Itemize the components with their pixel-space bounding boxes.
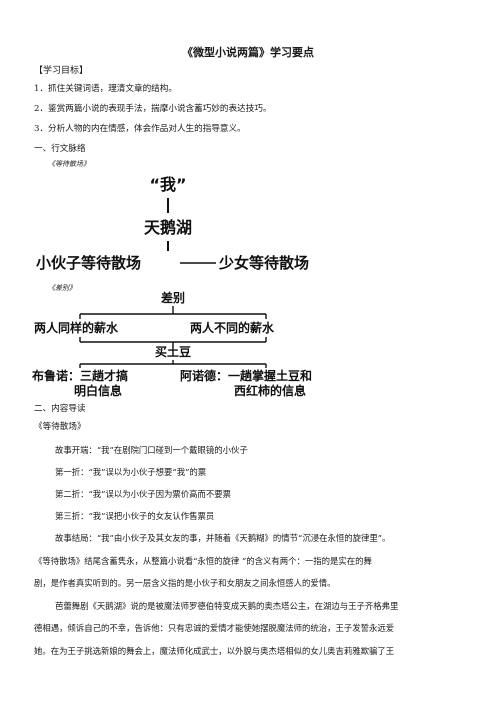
story-line: 故事结局：“我”由小伙子及其女友的事，并随着《天鹅糊》的情节“沉浸在永恒的旋律里… <box>55 533 391 543</box>
paragraph-line: 德相遇，倾诉自己的不幸，告诉他：只有忠诚的爱情才能使她摆脱魔法师的统治，王子发誓… <box>34 623 395 633</box>
diagram1-left-node: 小伙子等待散场 <box>36 254 141 272</box>
diagram2-bottom-left-line1: 布鲁诺：三趟才搞 <box>32 368 128 383</box>
diagram2-mid-right-node: 两人不同的薪水 <box>190 320 275 335</box>
paragraph-line: 她。在为王子挑选新娘的舞会上，魔法师化成武士，以外貌与奥杰塔相似的女儿奥吉莉雅欺… <box>34 646 395 656</box>
diagram1-top-node: “我” <box>149 175 186 194</box>
diagram1-middle-node: 天鹅湖 <box>144 218 192 237</box>
structure-diagram-waiting: “我” 天鹅湖 小伙子等待散场 少女等待散场 <box>36 175 309 272</box>
diagram2-bottom-right-line1: 阿诺德：一趟掌握土豆和 <box>180 368 312 383</box>
page-title: 《微型小说两篇》学习要点 <box>182 46 314 59</box>
diagram2-mid-left-node: 两人同样的薪水 <box>34 320 119 335</box>
story-line: 第一折：“我”误以为小伙子想要“我”的票 <box>55 467 207 477</box>
story-line: 故事开端：“我”在剧院门口碰到一个戴眼镜的小伙子 <box>55 445 248 455</box>
diagram2-center-node: 买土豆 <box>155 344 191 359</box>
objective-item: 3．分析人物的内在情感，体会作品对人生的指导意义。 <box>34 124 246 134</box>
objective-item: 1．抓住关键词语，理清文章的结构。 <box>34 84 177 94</box>
diagram1-right-node: 少女等待散场 <box>218 254 309 272</box>
work-title: 《等待散场》 <box>34 422 86 432</box>
paragraph-line: 剧，是作者真实听到的。另一层含义指的是小伙子和女朋友之间永恒感人的爱情。 <box>34 578 336 588</box>
objective-item: 2．鉴赏两篇小说的表现手法，揣摩小说含蓄巧妙的表达技巧。 <box>34 104 272 114</box>
diagram2-bottom-left-line2: 明白信息 <box>74 383 122 398</box>
section-header-structure: 一、行文脉络 <box>34 144 86 154</box>
story-line: 第二折：“我”误以为小伙子因为票价高而不要票 <box>55 489 232 499</box>
story-line: 第三折：“我”误把小伙子的女友认作售票员 <box>55 511 215 521</box>
diagram1-label: 《等待散场》 <box>48 160 90 168</box>
diagram2-bottom-right-line2: 西红柿的信息 <box>234 383 306 398</box>
diagram2-label: 《差别》 <box>48 284 76 292</box>
structure-diagram-difference: 差别 两人同样的薪水 两人不同的薪水 买土豆 布鲁诺：三趟才搞 明白信息 阿诺德… <box>32 290 312 398</box>
diagram2-top-node: 差别 <box>160 290 185 305</box>
objectives-header: 【学习目标】 <box>34 66 89 76</box>
section-header-reading: 二、内容导读 <box>34 404 86 414</box>
paragraph-line: 芭蕾舞剧《天鹅湖》说的是被魔法师罗德伯特变成天鹅的奥杰塔公主，在湖边与王子齐格弗… <box>55 601 399 611</box>
paragraph-line: 《等待散场》结尾含蓄隽永，从整篇小说看“永恒的旋律 ”的含义有两个：一指的是实在… <box>34 556 372 566</box>
